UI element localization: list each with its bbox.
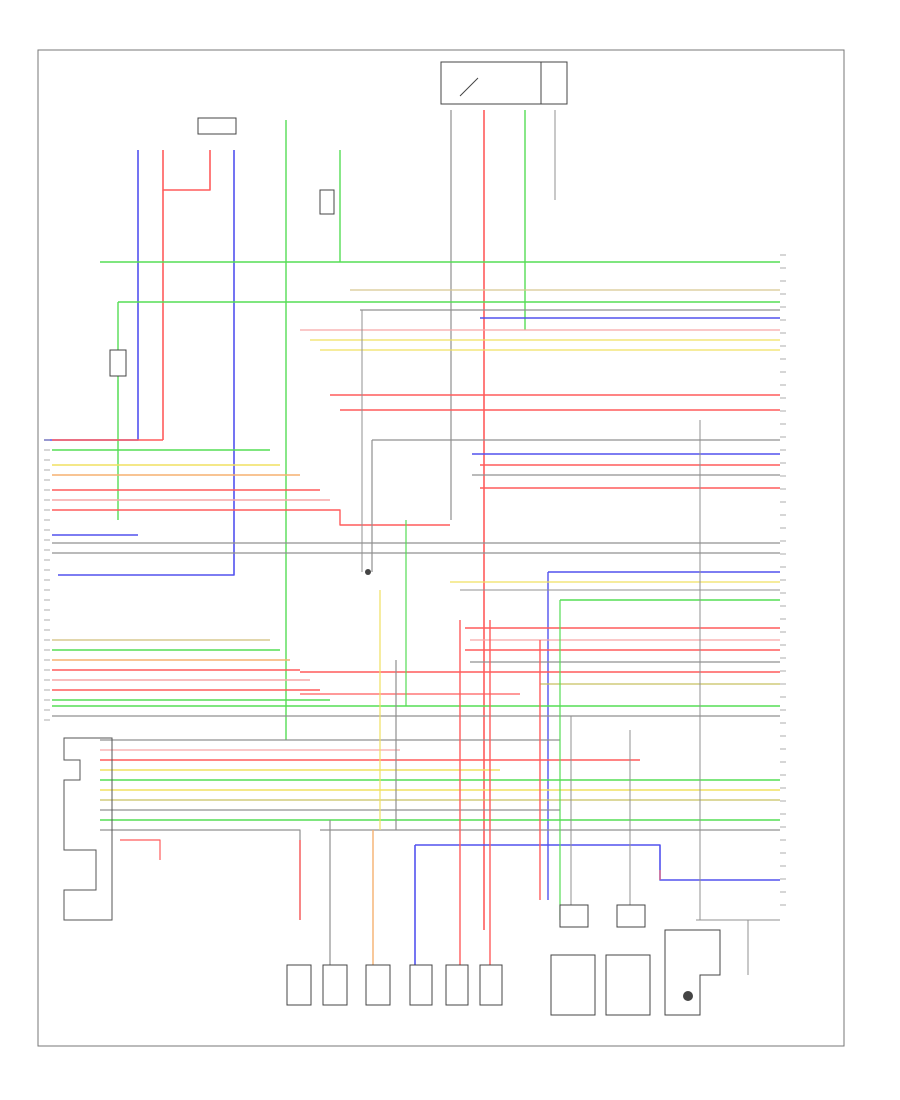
wire-blue-3 [58,150,235,576]
component-layer [63,61,721,1016]
switch-body-lower-left [63,737,113,921]
connector-top-left [197,117,237,135]
sensor-9-element [683,991,693,1001]
wire-blue-70 [415,844,780,881]
sensor-6 [479,964,503,1006]
sensor-3 [365,964,391,1006]
relay-box-right [540,61,568,105]
wire-red-32 [52,509,450,526]
connector-bottom-a [559,904,589,928]
relay-box [440,61,542,105]
sensor-9-body [664,929,721,1016]
wire-red-1 [162,150,211,191]
relay-switch [459,77,479,97]
connector-left-mid [109,349,127,377]
sensor-8 [605,954,651,1016]
sensor-4 [409,964,433,1006]
ground-point [365,569,371,575]
diagram-frame [37,49,845,1047]
wire-gray-66 [100,829,301,920]
wire-layer [44,110,786,975]
wire-blue-0 [44,150,139,441]
sensor-5 [445,964,469,1006]
sensor-1 [286,964,312,1006]
sensor-7 [550,954,596,1016]
wire-red-67 [120,839,161,860]
connector-switch-small [319,189,335,215]
sensor-2 [322,964,348,1006]
connector-bottom-b [616,904,646,928]
